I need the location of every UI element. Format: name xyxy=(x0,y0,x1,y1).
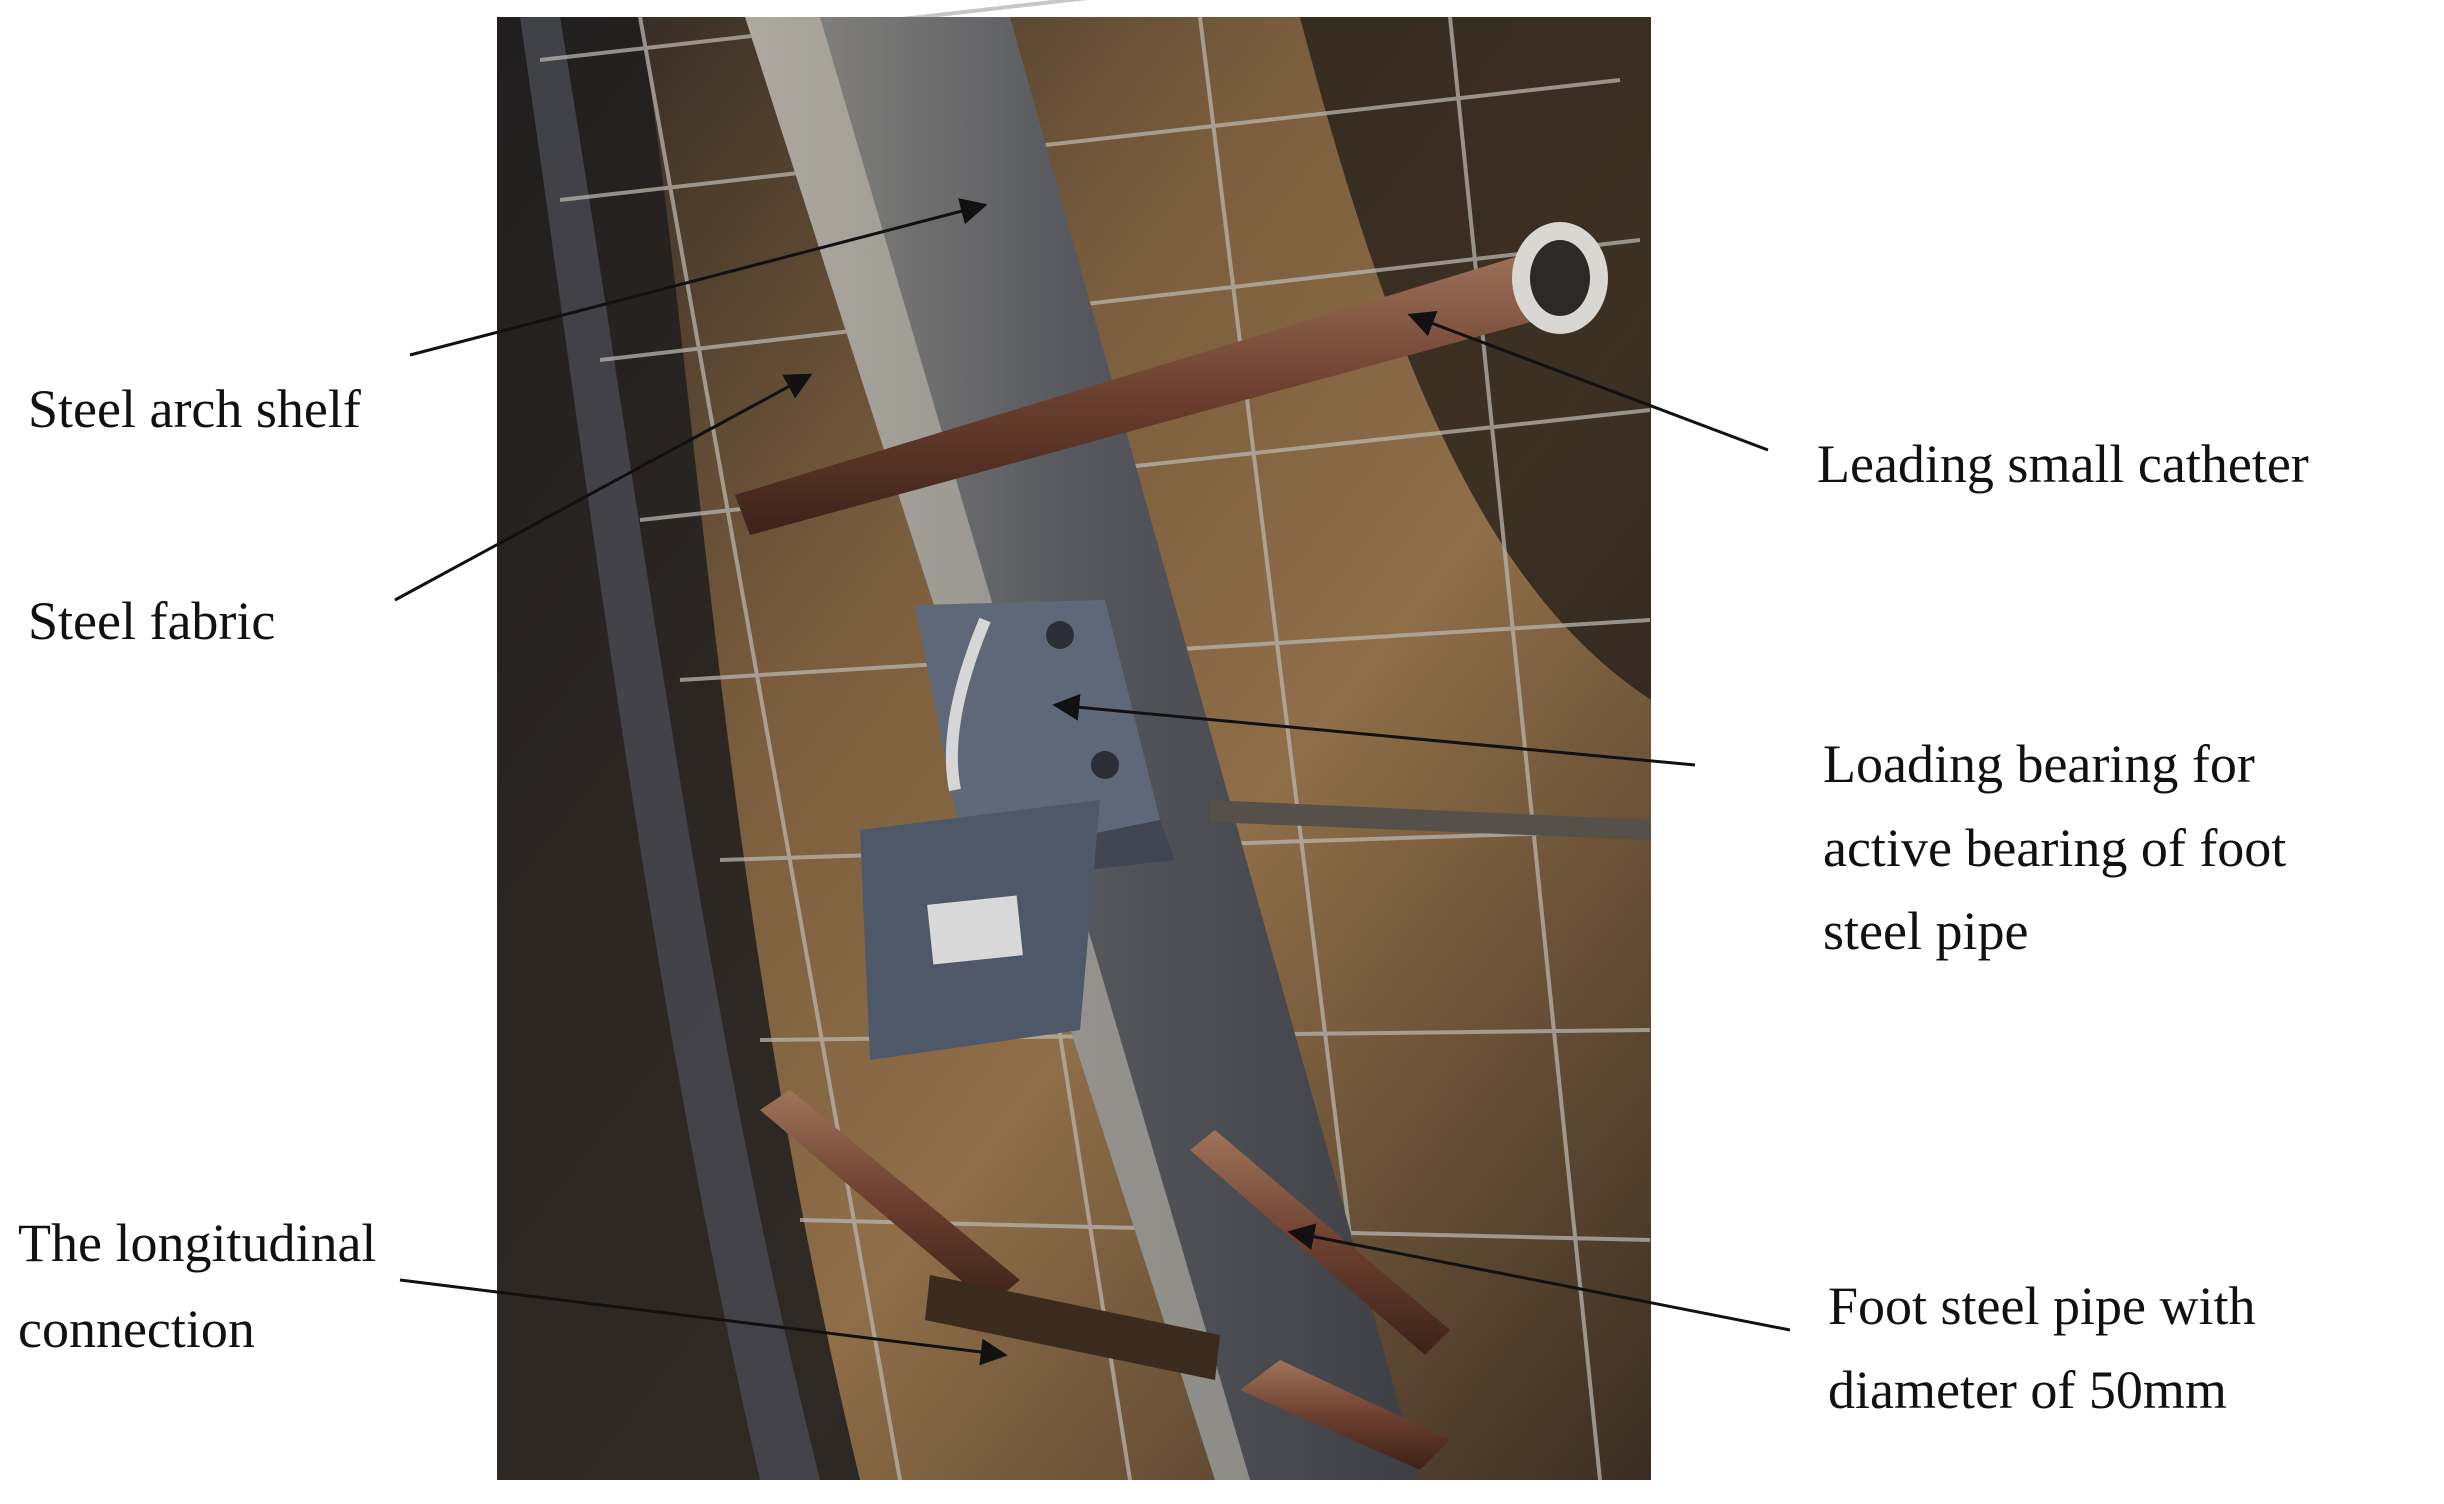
label-steel-fabric: Steel fabric xyxy=(28,591,276,651)
annotation-arrows xyxy=(394,198,1791,1366)
label-loading-bearing: Loading bearing for active bearing of fo… xyxy=(1823,734,2287,962)
foot-steel-pipes xyxy=(760,1090,1450,1470)
arrow-loading-bearing xyxy=(1052,693,1696,767)
arrow-steel-arch-shelf xyxy=(409,198,988,357)
label-longitudinal-connection: The longitudinal connection xyxy=(18,1213,377,1360)
arrow-longitudinal-connection xyxy=(399,1278,1008,1366)
label-foot-steel-pipe: Foot steel pipe with diameter of 50mm xyxy=(1828,1276,2256,1420)
loading-bearing-device xyxy=(860,600,1175,1060)
longitudinal-connection-bar xyxy=(925,1275,1220,1380)
label-steel-arch-shelf: Steel arch shelf xyxy=(28,379,361,439)
arrow-foot-steel-pipe xyxy=(1287,1223,1791,1332)
arrow-steel-fabric xyxy=(394,373,813,602)
label-leading-small-catheter: Leading small catheter xyxy=(1817,434,2309,494)
arrow-leading-small-catheter xyxy=(1407,310,1769,452)
tunnel-photo xyxy=(497,0,1651,1481)
leading-small-catheter xyxy=(735,222,1608,535)
